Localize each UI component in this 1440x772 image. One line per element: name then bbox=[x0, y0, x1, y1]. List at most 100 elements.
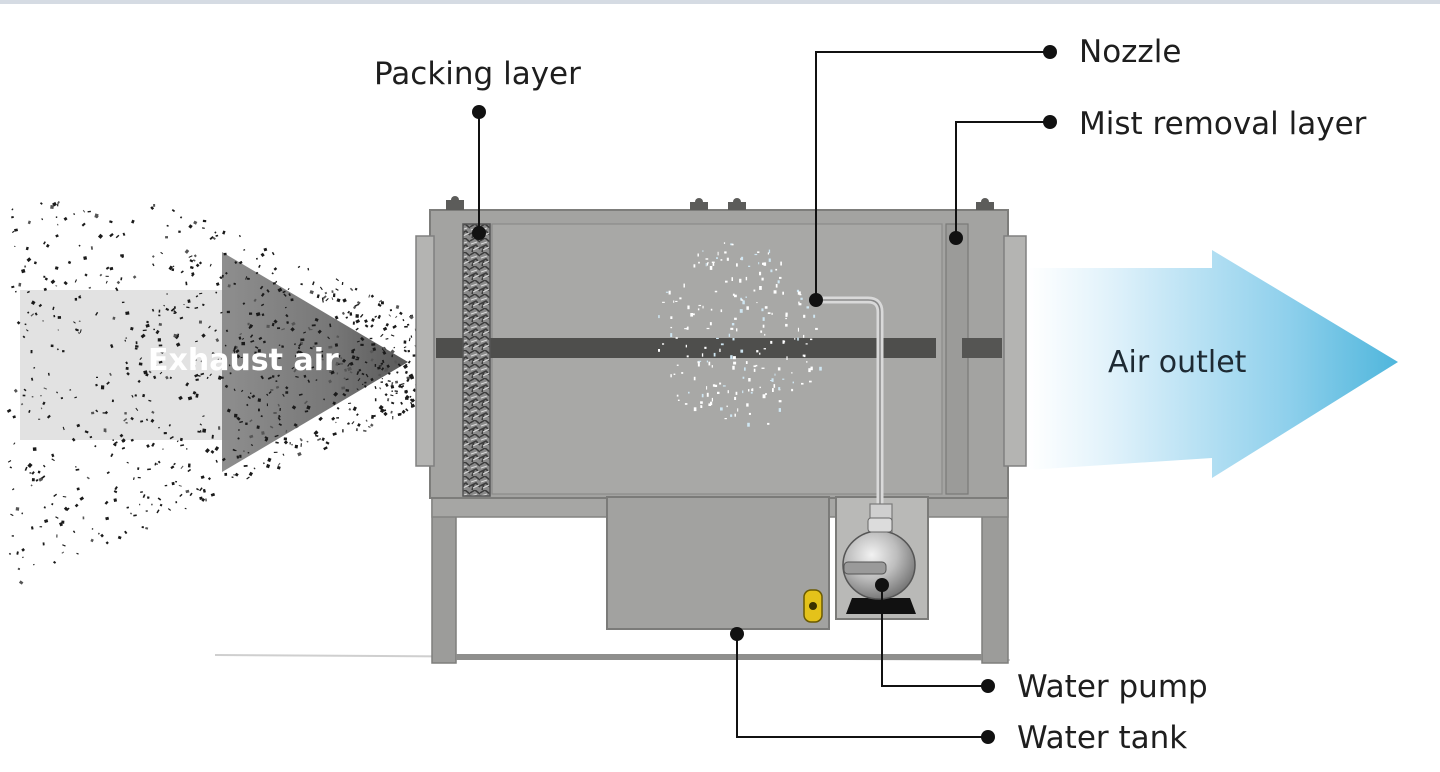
particle bbox=[300, 439, 303, 442]
particle bbox=[285, 391, 289, 394]
mist-removal-dot bbox=[1043, 115, 1057, 129]
particle bbox=[308, 328, 313, 331]
particle bbox=[257, 349, 261, 353]
particle bbox=[12, 488, 15, 491]
particle bbox=[249, 419, 253, 423]
particle bbox=[160, 349, 165, 355]
spray-droplet bbox=[706, 386, 708, 390]
particle bbox=[283, 440, 289, 445]
particle bbox=[44, 519, 49, 523]
spray-droplet bbox=[782, 378, 785, 380]
particle bbox=[374, 315, 378, 318]
spray-droplet bbox=[767, 312, 771, 314]
spray-droplet bbox=[662, 301, 665, 303]
particle bbox=[31, 471, 35, 475]
particle bbox=[179, 493, 183, 498]
particle bbox=[381, 367, 385, 371]
particle bbox=[233, 282, 237, 286]
spray-droplet bbox=[683, 283, 685, 288]
particle bbox=[171, 209, 176, 213]
particle bbox=[341, 386, 346, 390]
particle bbox=[283, 293, 287, 297]
particle bbox=[29, 472, 32, 474]
particle bbox=[40, 407, 43, 410]
particle bbox=[357, 377, 361, 382]
particle bbox=[96, 376, 99, 379]
particle bbox=[410, 401, 413, 406]
particle bbox=[347, 310, 350, 314]
particle bbox=[249, 312, 253, 315]
particle bbox=[343, 377, 346, 380]
packing-layer-target-dot bbox=[472, 226, 486, 240]
particle bbox=[266, 403, 268, 407]
particle bbox=[26, 257, 32, 263]
spray-droplet bbox=[670, 316, 673, 319]
particle bbox=[147, 468, 151, 471]
particle bbox=[165, 307, 170, 311]
particle bbox=[288, 293, 291, 297]
spray-droplet bbox=[704, 346, 707, 349]
particle bbox=[275, 385, 280, 389]
water-tank bbox=[606, 496, 830, 630]
particle bbox=[177, 333, 180, 337]
particle bbox=[199, 292, 203, 295]
particle bbox=[400, 383, 405, 386]
spray-droplet bbox=[730, 355, 733, 360]
spray-droplet bbox=[750, 391, 753, 394]
particle bbox=[134, 347, 138, 350]
particle bbox=[331, 290, 334, 294]
particle bbox=[359, 313, 364, 318]
particle bbox=[135, 341, 138, 345]
particle bbox=[8, 552, 12, 556]
particle bbox=[257, 398, 262, 403]
particle bbox=[44, 277, 48, 281]
spray-droplet bbox=[734, 317, 737, 320]
particle bbox=[137, 467, 140, 470]
particle bbox=[336, 406, 340, 410]
spray-droplet bbox=[720, 259, 723, 261]
particle bbox=[399, 412, 402, 415]
particle bbox=[197, 430, 201, 433]
particle bbox=[124, 530, 128, 535]
particle bbox=[323, 398, 326, 401]
particle bbox=[77, 331, 81, 335]
particle bbox=[277, 287, 283, 293]
spray-droplet bbox=[806, 361, 808, 363]
particle bbox=[226, 310, 230, 314]
particle bbox=[374, 364, 377, 367]
spray-droplet bbox=[810, 366, 813, 371]
particle bbox=[124, 339, 127, 342]
particle bbox=[78, 320, 81, 322]
particle bbox=[165, 236, 168, 239]
particle bbox=[248, 326, 252, 330]
particle bbox=[16, 320, 21, 325]
spray-droplet bbox=[748, 389, 750, 392]
particle bbox=[51, 503, 54, 506]
particle bbox=[202, 219, 207, 223]
particle bbox=[95, 409, 99, 413]
particle bbox=[277, 356, 282, 360]
particle bbox=[281, 328, 285, 331]
particle bbox=[348, 408, 352, 411]
spray-droplet bbox=[698, 304, 702, 307]
spray-droplet bbox=[778, 408, 781, 412]
spray-droplet bbox=[706, 392, 709, 397]
particle bbox=[241, 341, 246, 346]
spray-droplet bbox=[762, 324, 765, 328]
water-pump bbox=[842, 503, 916, 614]
particle bbox=[371, 318, 375, 322]
spray-droplet bbox=[745, 296, 747, 298]
particle bbox=[256, 425, 260, 429]
particle bbox=[196, 487, 200, 491]
particle bbox=[180, 270, 184, 274]
packing-layer-dot bbox=[472, 105, 486, 119]
particle bbox=[14, 290, 17, 293]
particle bbox=[159, 371, 163, 375]
particle bbox=[214, 446, 220, 452]
particle bbox=[11, 535, 14, 537]
particle bbox=[57, 316, 62, 319]
particle bbox=[240, 356, 243, 359]
spray-droplet bbox=[732, 293, 735, 296]
particle bbox=[216, 358, 221, 363]
water-tank-label: Water tank bbox=[1017, 720, 1187, 756]
